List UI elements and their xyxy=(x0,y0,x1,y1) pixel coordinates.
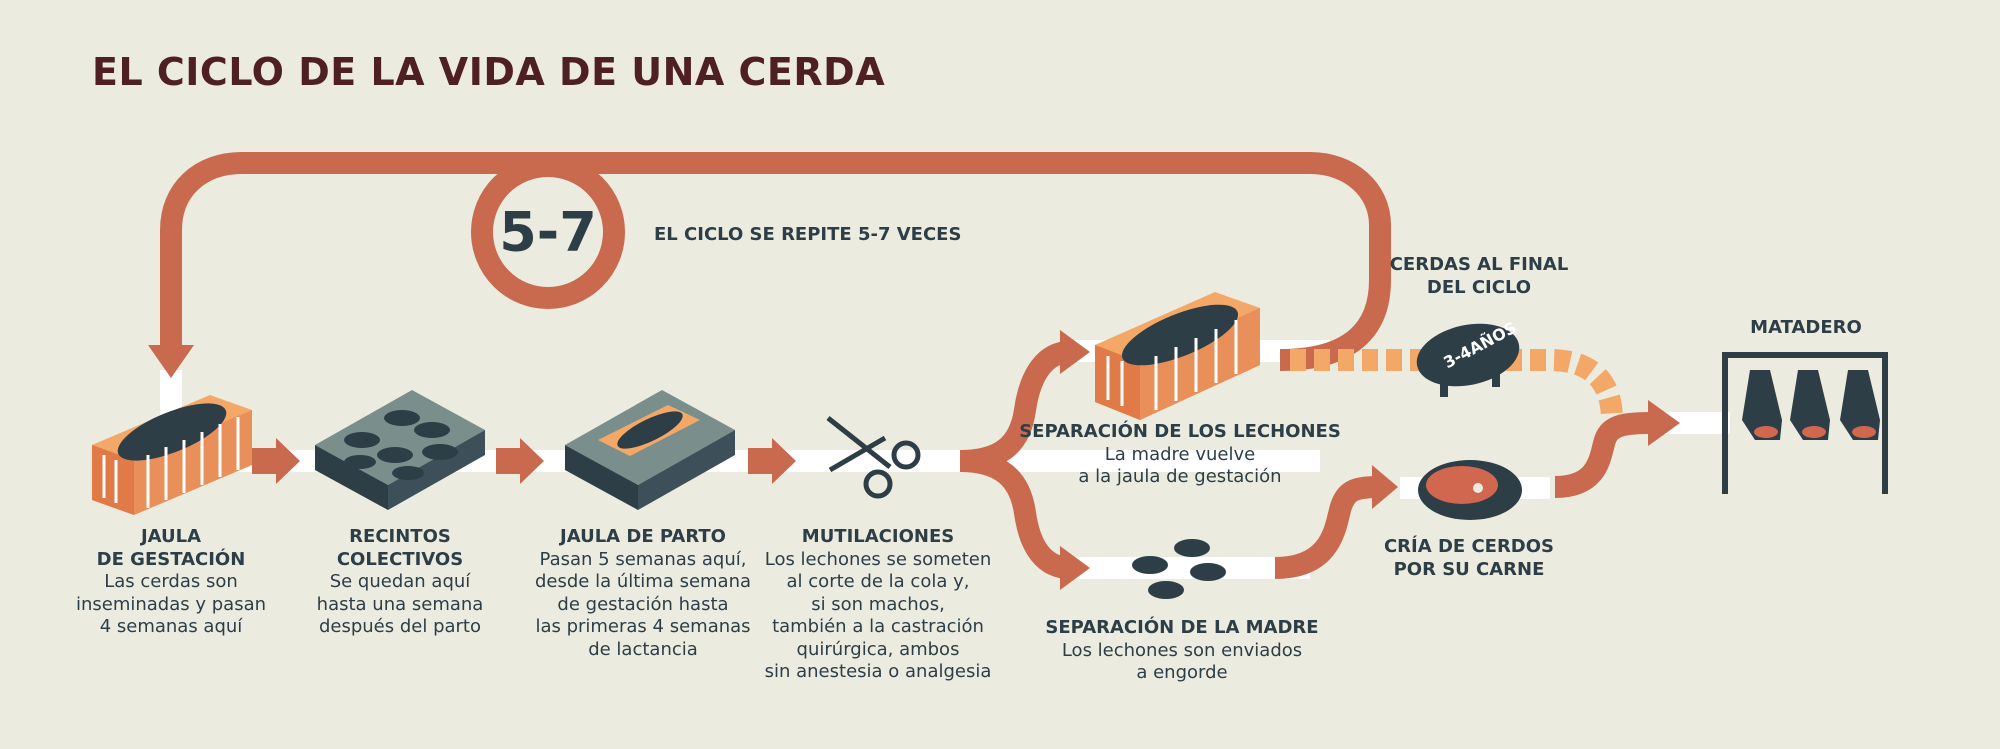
stage-piglet-separation-text: SEPARACIÓN DE LOS LECHONES La madre vuel… xyxy=(1019,421,1341,489)
slaughter-rack-icon xyxy=(1722,352,1888,494)
stage-collective-title-1: RECINTOS xyxy=(317,526,484,549)
stage-end-cycle-title-2: DEL CICLO xyxy=(1390,277,1569,300)
stage-farrowing-line: Pasan 5 semanas aquí, xyxy=(535,549,751,572)
stage-collective-line: Se quedan aquí xyxy=(317,571,484,594)
meat-path-curve xyxy=(1555,423,1650,487)
stage-mother-separation-line: a engorde xyxy=(1045,662,1318,685)
stage-slaughter-title: MATADERO xyxy=(1750,317,1862,340)
stage-piglet-separation-line: La madre vuelve xyxy=(1019,444,1341,467)
stage-gestation-line: 4 semanas aquí xyxy=(76,616,266,639)
stage-mutilations-line: Los lechones se someten xyxy=(765,549,992,572)
stage-end-cycle-title-1: CERDAS AL FINAL xyxy=(1390,254,1569,277)
stage-end-cycle-text: CERDAS AL FINAL DEL CICLO xyxy=(1390,254,1569,299)
stage-mother-separation-title: SEPARACIÓN DE LA MADRE xyxy=(1045,617,1318,640)
stage-gestation-title-1: JAULA xyxy=(76,526,266,549)
stage-mutilations-text: MUTILACIONES Los lechones se someten al … xyxy=(765,526,992,684)
stage-meat-title-1: CRÍA DE CERDOS xyxy=(1384,536,1554,559)
cycle-count: 5-7 xyxy=(499,201,597,264)
fork-upper-head xyxy=(1060,330,1090,374)
stage-mutilations-line: también a la castración xyxy=(765,616,992,639)
stage-mutilations-title: MUTILACIONES xyxy=(765,526,992,549)
lower-path-head xyxy=(1372,465,1398,509)
meat-path-head xyxy=(1648,400,1680,446)
lower-path-curve xyxy=(1275,487,1380,568)
stage-mutilations-line: al corte de la cola y, xyxy=(765,571,992,594)
stage-collective-line: después del parto xyxy=(317,616,484,639)
stage-mutilations-line: quirúrgica, ambos xyxy=(765,639,992,662)
fork-lower-head xyxy=(1060,546,1090,590)
arrow-1 xyxy=(252,438,300,484)
stage-farrowing-line: las primeras 4 semanas xyxy=(535,616,751,639)
stage-gestation-line: inseminadas y pasan xyxy=(76,594,266,617)
stage-piglet-separation-title: SEPARACIÓN DE LOS LECHONES xyxy=(1019,421,1341,444)
stage-mother-separation-line: Los lechones son enviados xyxy=(1045,640,1318,663)
stage-collective-text: RECINTOS COLECTIVOS Se quedan aquí hasta… xyxy=(317,526,484,639)
arrow-2 xyxy=(496,438,544,484)
stage-gestation-text: JAULA DE GESTACIÓN Las cerdas son insemi… xyxy=(76,526,266,639)
stage-mother-separation-text: SEPARACIÓN DE LA MADRE Los lechones son … xyxy=(1045,617,1318,685)
stage-mutilations-line: sin anestesia o analgesia xyxy=(765,661,992,684)
return-arrow-head xyxy=(148,345,194,378)
stage-farrowing-line: de lactancia xyxy=(535,639,751,662)
stage-meat-title-2: POR SU CARNE xyxy=(1384,559,1554,582)
page-title: EL CICLO DE LA VIDA DE UNA CERDA xyxy=(92,50,885,94)
farrowing-crate-icon xyxy=(565,390,735,510)
stage-farrowing-title: JAULA DE PARTO xyxy=(535,526,751,549)
stage-piglet-separation-line: a la jaula de gestación xyxy=(1019,466,1341,489)
stage-collective-line: hasta una semana xyxy=(317,594,484,617)
stage-meat-text: CRÍA DE CERDOS POR SU CARNE xyxy=(1384,536,1554,581)
sow-crate-icon xyxy=(1095,292,1260,420)
stage-mutilations-line: si son machos, xyxy=(765,594,992,617)
stage-gestation-title-2: DE GESTACIÓN xyxy=(76,549,266,572)
meat-icon xyxy=(1418,460,1522,520)
lower-flow-band xyxy=(1070,557,1310,579)
stage-farrowing-text: JAULA DE PARTO Pasan 5 semanas aquí, des… xyxy=(535,526,751,661)
collective-pen-icon xyxy=(315,390,485,510)
stage-collective-title-2: COLECTIVOS xyxy=(317,549,484,572)
arrow-3 xyxy=(748,438,796,484)
stage-farrowing-line: desde la última semana xyxy=(535,571,751,594)
cycle-label: EL CICLO SE REPITE 5-7 VECES xyxy=(654,224,961,245)
stage-gestation-line: Las cerdas son xyxy=(76,571,266,594)
stage-farrowing-line: de gestación hasta xyxy=(535,594,751,617)
stage-slaughter-text: MATADERO xyxy=(1750,317,1862,340)
